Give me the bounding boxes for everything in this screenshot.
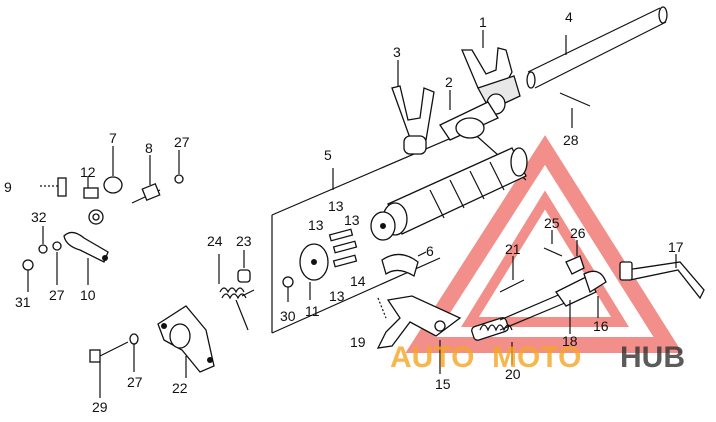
callout-20: 20 bbox=[505, 366, 521, 382]
callout-14: 14 bbox=[350, 273, 366, 289]
screw-30 bbox=[282, 276, 294, 302]
shift-drum bbox=[370, 147, 528, 241]
guide-plate-22 bbox=[157, 305, 215, 378]
callout-10: 10 bbox=[80, 287, 96, 303]
callout-27a: 27 bbox=[174, 134, 190, 150]
callout-12: 12 bbox=[80, 164, 96, 180]
callout-8: 8 bbox=[145, 140, 153, 156]
callout-4: 4 bbox=[565, 9, 573, 25]
callout-23: 23 bbox=[236, 233, 252, 249]
callout-22: 22 bbox=[172, 380, 188, 396]
stopper-arm-group bbox=[22, 146, 184, 292]
callout-13a: 13 bbox=[328, 198, 344, 214]
callout-32: 32 bbox=[31, 209, 47, 225]
watermark-hub: HUB bbox=[620, 341, 685, 374]
callout-26: 26 bbox=[570, 225, 586, 241]
collar-23 bbox=[237, 250, 251, 283]
callout-labels: 1 2 3 4 5 6 7 8 9 10 11 12 13 13 13 13 1… bbox=[4, 9, 684, 415]
callout-11: 11 bbox=[305, 303, 320, 319]
callout-13b: 13 bbox=[344, 212, 360, 228]
callout-18: 18 bbox=[562, 333, 578, 349]
shift-spindle-17 bbox=[619, 254, 705, 300]
callout-25: 25 bbox=[544, 215, 560, 231]
callout-6: 6 bbox=[426, 243, 434, 259]
shift-fork-2 bbox=[439, 90, 499, 141]
callout-5: 5 bbox=[324, 147, 332, 163]
shift-fork-3 bbox=[391, 60, 435, 155]
cam-plate-6 bbox=[381, 251, 427, 278]
pin-28 bbox=[559, 92, 591, 128]
watermark-logo bbox=[405, 135, 683, 353]
watermark-moto: MOTO bbox=[492, 341, 581, 374]
callout-16: 16 bbox=[593, 318, 609, 334]
callout-2: 2 bbox=[445, 74, 453, 90]
callout-30: 30 bbox=[280, 308, 296, 324]
callout-13d: 13 bbox=[329, 288, 345, 304]
callout-27b: 27 bbox=[49, 287, 65, 303]
callout-27c: 27 bbox=[127, 374, 143, 390]
collar-16 bbox=[583, 270, 607, 318]
shift-shaft-18 bbox=[555, 275, 597, 334]
callout-19: 19 bbox=[350, 334, 366, 350]
washer-27-lower bbox=[129, 333, 139, 372]
shift-fork-1 bbox=[461, 30, 521, 115]
callout-29: 29 bbox=[92, 399, 108, 415]
bolt-21 bbox=[499, 256, 525, 293]
callout-28: 28 bbox=[563, 132, 579, 148]
callout-24: 24 bbox=[207, 233, 223, 249]
callout-3: 3 bbox=[393, 44, 401, 60]
drum-center-plate bbox=[299, 228, 358, 300]
shift-fork-shaft bbox=[526, 6, 668, 89]
callout-9: 9 bbox=[4, 179, 12, 195]
callout-1: 1 bbox=[479, 14, 487, 30]
callout-31: 31 bbox=[15, 294, 31, 310]
return-spring-24 bbox=[218, 254, 255, 331]
callout-15: 15 bbox=[435, 376, 451, 392]
callout-17: 17 bbox=[668, 239, 684, 255]
callout-21: 21 bbox=[505, 241, 521, 257]
bolt-25 bbox=[543, 230, 563, 257]
bolt-29 bbox=[89, 341, 129, 398]
watermark-auto: AUTO bbox=[390, 341, 474, 374]
watermark-text: AUTO MOTO HUB bbox=[390, 341, 685, 374]
clip-26 bbox=[565, 240, 585, 275]
callout-7: 7 bbox=[109, 130, 117, 146]
callout-13c: 13 bbox=[308, 217, 324, 233]
